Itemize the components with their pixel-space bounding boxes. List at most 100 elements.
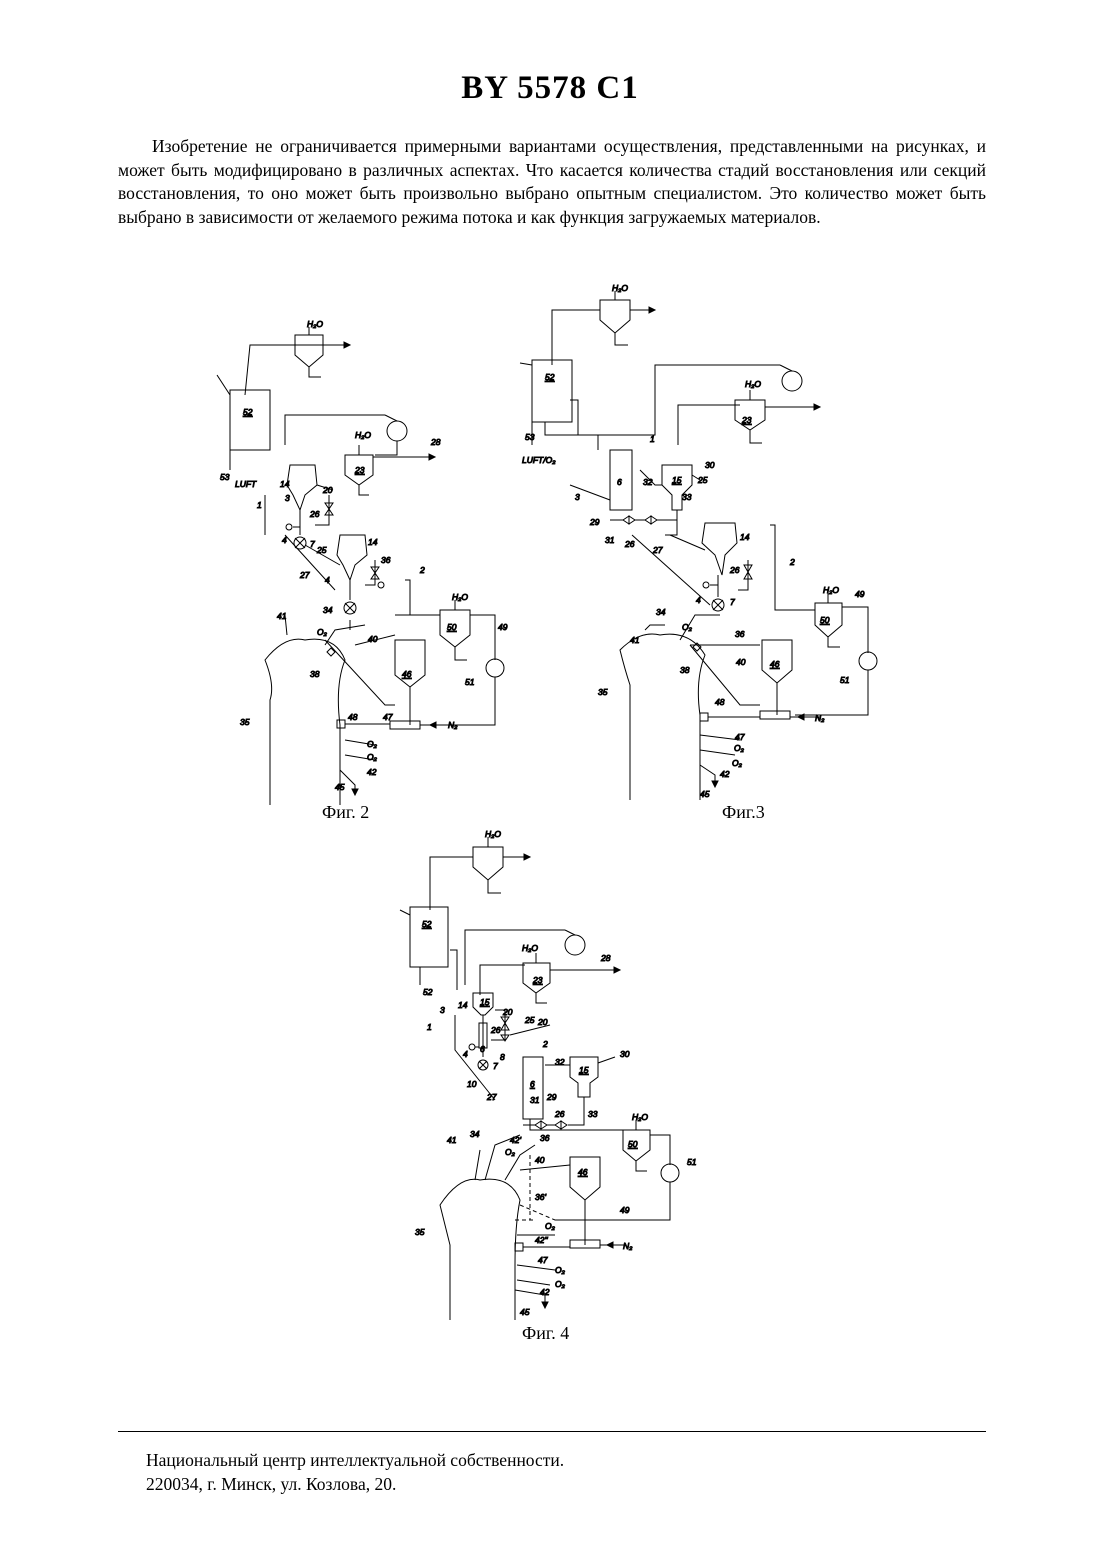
fig2-label-n48: 48 <box>348 712 358 722</box>
fig4-label-n30: 30 <box>620 1049 630 1059</box>
fig2-label-n4b: 4 <box>325 575 330 585</box>
fig4-label-n3: 3 <box>440 1005 445 1015</box>
fig4-label-n6a: 6 <box>480 1044 485 1054</box>
figure-2: H₂O 52 53 LUFT H₂O 23 28 14 3 20 1 26 4 … <box>205 315 505 805</box>
fig2-label-n52: 52 <box>243 407 253 417</box>
fig4-label-n1: 1 <box>427 1022 432 1032</box>
fig4-label-n42pp: 42'' <box>535 1235 548 1245</box>
fig3-label-n29: 29 <box>589 517 600 527</box>
fig4-label-o2d: O₂ <box>555 1279 566 1289</box>
fig2-label-n26: 26 <box>309 509 320 519</box>
document-title: BY 5578 C1 <box>0 70 1100 107</box>
fig2-label-n53: 53 <box>220 472 230 482</box>
fig2-label-h2o_a: H₂O <box>307 319 323 329</box>
fig4-label-n25: 25 <box>524 1015 535 1025</box>
fig3-label-n48: 48 <box>715 697 725 707</box>
paragraph-text: Изобретение не ограничивается примерными… <box>118 135 986 229</box>
fig3-label-n7: 7 <box>730 597 735 607</box>
fig4-label-n36: 36 <box>540 1133 550 1143</box>
fig4-label-n52b: 52 <box>423 987 433 997</box>
fig4-label-n28: 28 <box>600 953 611 963</box>
fig4-label-n40: 40 <box>535 1155 545 1165</box>
fig4-label-n42p: 42' <box>510 1135 521 1145</box>
fig4-label-n6b: 6 <box>530 1079 535 1089</box>
fig2-label-o2c: O₂ <box>367 752 378 762</box>
fig2-label-n45: 45 <box>335 782 345 792</box>
fig3-label-n31: 31 <box>605 535 615 545</box>
fig2-label-n28: 28 <box>430 437 441 447</box>
fig2-label-n20: 20 <box>322 485 333 495</box>
fig4-label-n26a: 26 <box>490 1025 501 1035</box>
fig3-label-n38: 38 <box>680 665 690 675</box>
footer-line-2: 220034, г. Минск, ул. Козлова, 20. <box>146 1472 564 1496</box>
body-paragraph: Изобретение не ограничивается примерными… <box>118 135 986 229</box>
fig4-label-n35: 35 <box>415 1227 425 1237</box>
fig2-label-n46: 46 <box>402 669 412 679</box>
fig2-label-n25: 25 <box>316 545 327 555</box>
fig3-label-n14: 14 <box>740 532 750 542</box>
fig3-label-n30: 30 <box>705 460 715 470</box>
fig4-label-n51: 51 <box>687 1157 697 1167</box>
fig2-label-n3: 3 <box>285 493 290 503</box>
fig3-label-h2o_c: H₂O <box>823 585 839 595</box>
figure-4-diagram: H₂O 52 52 H₂O 23 28 3 14 15 20 25 20 1 2… <box>395 825 695 1320</box>
fig4-label-n8: 8 <box>500 1052 505 1062</box>
footer: Национальный центр интеллектуальной собс… <box>146 1448 564 1496</box>
fig4-label-n50: 50 <box>628 1139 638 1149</box>
fig3-label-n52: 52 <box>545 372 555 382</box>
fig4-label-n41: 41 <box>447 1135 457 1145</box>
fig2-label-n41: 41 <box>277 611 287 621</box>
fig3-label-n35: 35 <box>598 687 608 697</box>
fig4-label-n15b: 15 <box>579 1065 589 1075</box>
fig3-label-o2c: O₂ <box>732 758 743 768</box>
fig4-label-o2c: O₂ <box>555 1265 566 1275</box>
fig4-label-h2o_a: H₂O <box>485 829 501 839</box>
fig3-label-n32: 32 <box>643 477 653 487</box>
fig2-label-luft: LUFT <box>235 479 257 489</box>
fig3-label-h2o_a: H₂O <box>612 283 628 293</box>
footer-line-1: Национальный центр интеллектуальной собс… <box>146 1448 564 1472</box>
fig3-label-n45: 45 <box>700 789 710 799</box>
fig3-label-n49: 49 <box>855 589 865 599</box>
fig3-label-n34: 34 <box>656 607 666 617</box>
fig3-label-n36: 36 <box>735 629 745 639</box>
figure-2-diagram: H₂O 52 53 LUFT H₂O 23 28 14 3 20 1 26 4 … <box>205 315 505 805</box>
fig4-label-n14: 14 <box>458 1000 468 1010</box>
fig4-label-n20a: 20 <box>502 1007 513 1017</box>
fig4-label-n20b: 20 <box>537 1017 548 1027</box>
fig3-label-n41: 41 <box>630 635 640 645</box>
fig3-label-n26: 26 <box>624 539 635 549</box>
fig3-label-n27: 27 <box>652 545 663 555</box>
fig2-label-n40: 40 <box>368 634 378 644</box>
fig4-label-n10: 10 <box>467 1079 477 1089</box>
fig4-label-n49: 49 <box>620 1205 630 1215</box>
fig3-label-n47: 47 <box>735 732 745 742</box>
fig4-label-n29: 29 <box>546 1092 557 1102</box>
fig3-label-n26b: 26 <box>729 565 740 575</box>
fig3-label-n2n: N₂ <box>815 713 825 723</box>
fig3-label-n50: 50 <box>820 615 830 625</box>
fig3-label-n3: 3 <box>575 492 580 502</box>
figure-4: H₂O 52 52 H₂O 23 28 3 14 15 20 25 20 1 2… <box>395 825 695 1320</box>
fig3-label-n40: 40 <box>736 657 746 667</box>
fig4-label-n42: 42 <box>540 1287 550 1297</box>
fig4-label-n32: 32 <box>555 1057 565 1067</box>
fig2-label-n35: 35 <box>240 717 250 727</box>
fig4-label-n4: 4 <box>463 1049 468 1059</box>
fig2-label-n50: 50 <box>447 622 457 632</box>
fig2-label-n14b: 14 <box>368 537 378 547</box>
fig3-label-n1: 1 <box>650 434 655 444</box>
fig3-label-luft: LUFT/O₂ <box>522 455 556 465</box>
fig2-label-n2: 2 <box>419 565 425 575</box>
fig4-label-n31: 31 <box>530 1095 540 1105</box>
fig2-label-n27: 27 <box>299 570 310 580</box>
fig2-label-n7: 7 <box>310 539 315 549</box>
fig4-label-n36p: 36' <box>535 1192 546 1202</box>
figure-2-caption: Фиг. 2 <box>322 802 369 823</box>
fig3-label-n6: 6 <box>617 477 622 487</box>
fig4-label-h2o_b: H₂O <box>522 943 538 953</box>
fig4-label-n52: 52 <box>422 919 432 929</box>
fig2-label-o2a: O₂ <box>317 627 328 637</box>
fig2-label-n34: 34 <box>323 605 333 615</box>
figure-3-diagram: H₂O 52 53 LUFT/O₂ H₂O 23 1 30 15 32 25 3… <box>510 285 890 805</box>
